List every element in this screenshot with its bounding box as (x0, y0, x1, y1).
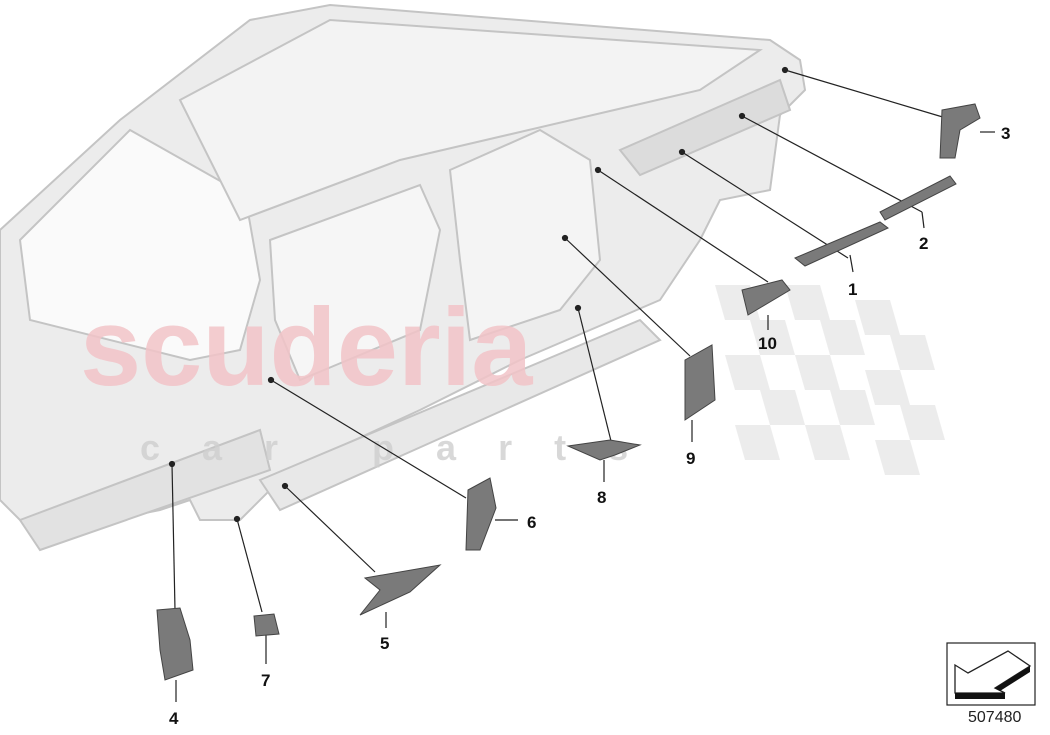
part-8-plate[interactable] (566, 439, 642, 461)
arrow-down-left-icon[interactable] (946, 642, 1036, 706)
part-3-bracket[interactable] (939, 103, 981, 159)
watermark-subtext: car parts (140, 427, 670, 468)
callout-label-10[interactable]: 10 (758, 334, 777, 353)
part-10-bracket[interactable] (741, 279, 791, 316)
part-7-cap[interactable] (253, 613, 280, 637)
part-1-sill-trim[interactable] (794, 221, 889, 267)
callout-label-5[interactable]: 5 (380, 634, 389, 653)
callout-label-7[interactable]: 7 (261, 671, 270, 690)
callout-label-2[interactable]: 2 (919, 234, 928, 253)
callout-label-3[interactable]: 3 (1001, 124, 1010, 143)
car-body-shell (0, 3, 807, 552)
callout-label-8[interactable]: 8 (597, 488, 606, 507)
part-5-bracket[interactable] (359, 564, 442, 616)
leader-lines (168, 66, 995, 702)
part-4-reinforcement[interactable] (156, 607, 194, 681)
part-2-trim[interactable] (879, 175, 957, 221)
watermark-checkerboard (715, 285, 945, 475)
reference-number: 507480 (968, 709, 1022, 726)
part-9-reinforcement[interactable] (684, 344, 716, 421)
callout-label-4[interactable]: 4 (169, 709, 179, 728)
callout-label-6[interactable]: 6 (527, 513, 536, 532)
watermark-text: scuderia (80, 286, 533, 409)
callout-label-1[interactable]: 1 (848, 280, 857, 299)
callout-label-9[interactable]: 9 (686, 449, 695, 468)
part-6-gusset[interactable] (465, 477, 497, 551)
